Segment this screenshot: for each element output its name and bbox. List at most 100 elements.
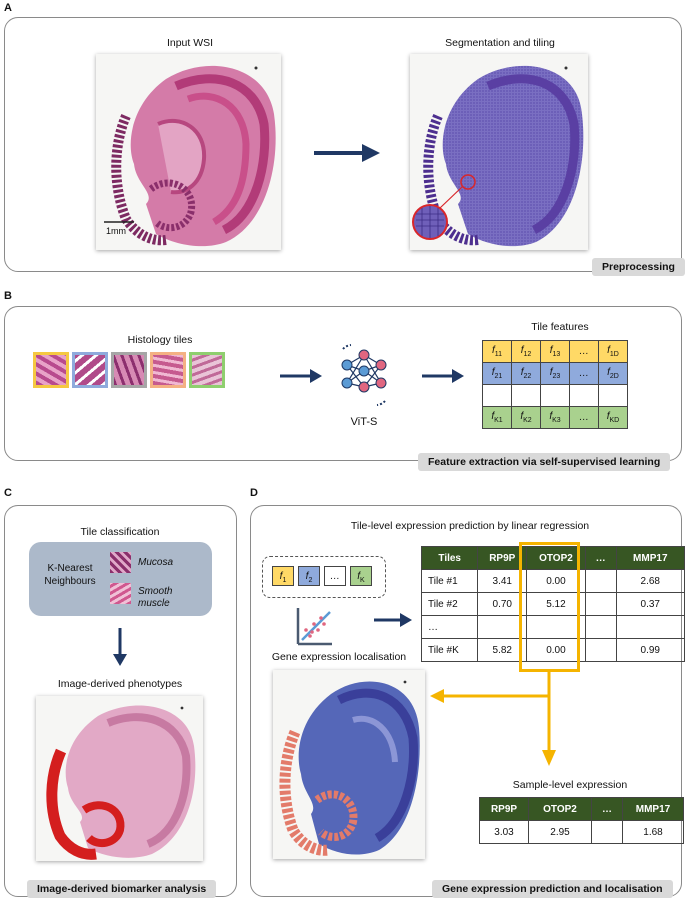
feature-chip: … [324,566,346,586]
feature-chip: f1 [272,566,294,586]
feature-extraction-tag: Feature extraction via self-supervised l… [418,453,671,471]
feature-cell [569,384,599,407]
feature-chip-box [262,556,386,598]
feature-cell: f13 [540,340,570,363]
table-header: RP9P [477,546,528,570]
sample-level-label: Sample-level expression [512,779,628,791]
feature-cell: f22 [511,362,541,385]
feature-cell: f11 [482,340,512,363]
feature-cell: f2D [598,362,628,385]
table-cell [584,638,617,662]
knn-label: K-Nearest Neighbours [44,563,96,587]
table-cell: … [420,615,479,639]
feature-cell: f1D [598,340,628,363]
input-wsi-label: Input WSI [166,37,214,49]
tile-level-title: Tile-level expression prediction by line… [350,520,590,532]
gene-localisation-label: Gene expression localisation [271,651,407,663]
table-cell: 0.00 [526,569,586,593]
feature-cell: f23 [540,362,570,385]
sample-cell: 3.03 [479,820,529,844]
table-cell: Tile #2 [420,592,479,616]
table-header: Tiles [420,546,479,570]
histology-tile [33,352,69,388]
feature-cell: f12 [511,340,541,363]
feature-row [482,384,628,407]
table-cell: 0.00 [526,638,586,662]
scalebar-label: 1mm [106,226,126,236]
table-header: … [584,546,617,570]
table-cell [477,615,528,639]
table-cell: 3.41 [477,569,528,593]
localisation-tissue-drawing [279,680,420,856]
table-cell [584,592,617,616]
feature-chip: f2 [298,566,320,586]
table-cell: 0.99 [615,638,685,662]
arrow-d1 [374,613,412,627]
smooth-muscle-tile [110,583,131,604]
gene-expression-tag: Gene expression prediction and localisat… [432,880,673,898]
table-cell: 5.12 [526,592,586,616]
localisation-wsi-image [273,670,425,859]
otop2-highlight [519,542,580,672]
mucosa-label: Mucosa [138,557,174,568]
vit-s-label: ViT-S [350,416,378,428]
feature-cell: … [569,362,599,385]
histology-tiles-label: Histology tiles [127,334,193,346]
sample-header: … [591,797,623,821]
sample-cell: 1.68 [622,820,684,844]
image-derived-phenotypes-label: Image-derived phenotypes [57,678,183,690]
segmented-tissue-drawing [412,65,584,247]
table-row: … [420,615,685,639]
table-cell: 0.37 [615,592,685,616]
process-arrow-a [314,144,380,162]
mucosa-tile [110,552,131,573]
phenotype-tissue-drawing [46,705,196,860]
regression-icon [296,608,332,646]
feature-cell: fK1 [482,406,512,429]
sample-header: RP9P [479,797,529,821]
sample-cell: 2.95 [528,820,592,844]
panel-b-letter: B [4,290,12,302]
image-derived-biomarker-tag: Image-derived biomarker analysis [27,880,217,898]
sample-header: MMP17 [622,797,684,821]
feature-cell [482,384,512,407]
phenotype-wsi-image [36,696,203,861]
feature-cell: f21 [482,362,512,385]
table-cell [615,615,685,639]
histology-tile [150,352,186,388]
histology-tile [111,352,147,388]
table-cell: 0.70 [477,592,528,616]
feature-cell [511,384,541,407]
table-header: OTOP2 [526,546,586,570]
feature-cell: fKD [598,406,628,429]
feature-cell [598,384,628,407]
table-cell: 5.82 [477,638,528,662]
highlight-arrows [430,670,556,766]
feature-cell: … [569,340,599,363]
panel-a-letter: A [4,2,12,14]
table-cell: 2.68 [615,569,685,593]
feature-cell [540,384,570,407]
tissue-drawing [104,65,276,247]
histology-tile [189,352,225,388]
input-wsi-image [96,54,281,250]
neural-network-icon [341,344,387,406]
preprocessing-tag: Preprocessing [592,258,685,276]
feature-cell: fK3 [540,406,570,429]
table-cell [526,615,586,639]
table-cell [584,569,617,593]
feature-cell: … [569,406,599,429]
feature-cell: fK2 [511,406,541,429]
arrow-b2 [422,369,464,383]
tile-classification-label: Tile classification [80,526,160,538]
arrow-b1 [280,369,322,383]
smooth-muscle-label: Smooth muscle [138,586,173,609]
